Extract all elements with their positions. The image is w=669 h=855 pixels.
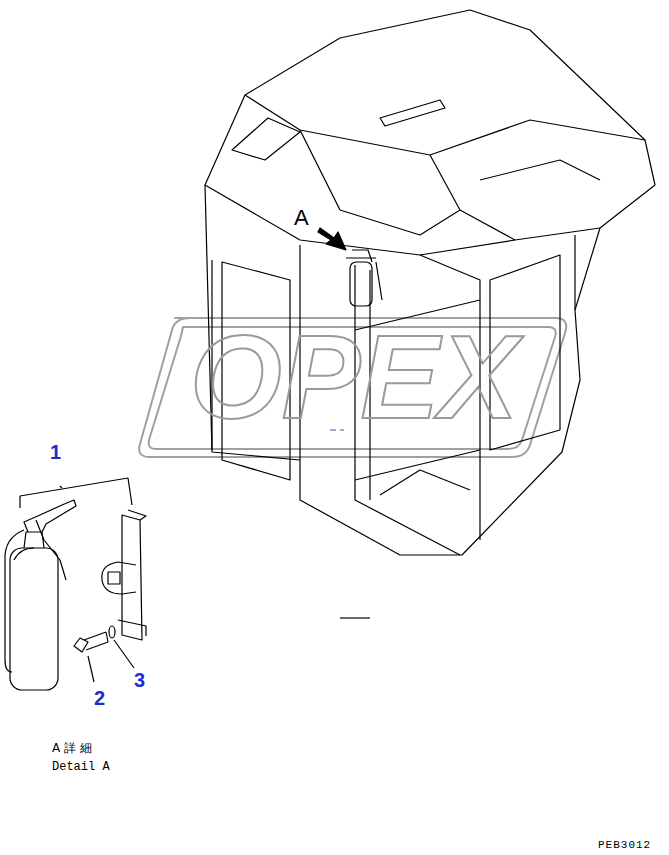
view-arrow	[318, 228, 346, 250]
view-letter: A	[294, 207, 309, 229]
callout-number: 2	[94, 688, 105, 708]
watermark: OPEX	[190, 318, 518, 436]
fire-extinguisher	[5, 500, 76, 690]
detail-title: A 詳 細	[52, 742, 92, 754]
callout-number: 1	[50, 442, 61, 462]
detail-title: Detail A	[52, 761, 110, 773]
extinguisher-bracket	[102, 510, 146, 640]
bolt	[74, 632, 108, 652]
cab-outline	[205, 10, 655, 618]
leader-line	[20, 478, 134, 682]
extinguisher-small	[346, 250, 382, 306]
drawing-number: PEB3012	[598, 840, 651, 851]
washer	[109, 626, 115, 638]
watermark-frame	[139, 318, 566, 457]
callout-number: 3	[134, 670, 145, 690]
